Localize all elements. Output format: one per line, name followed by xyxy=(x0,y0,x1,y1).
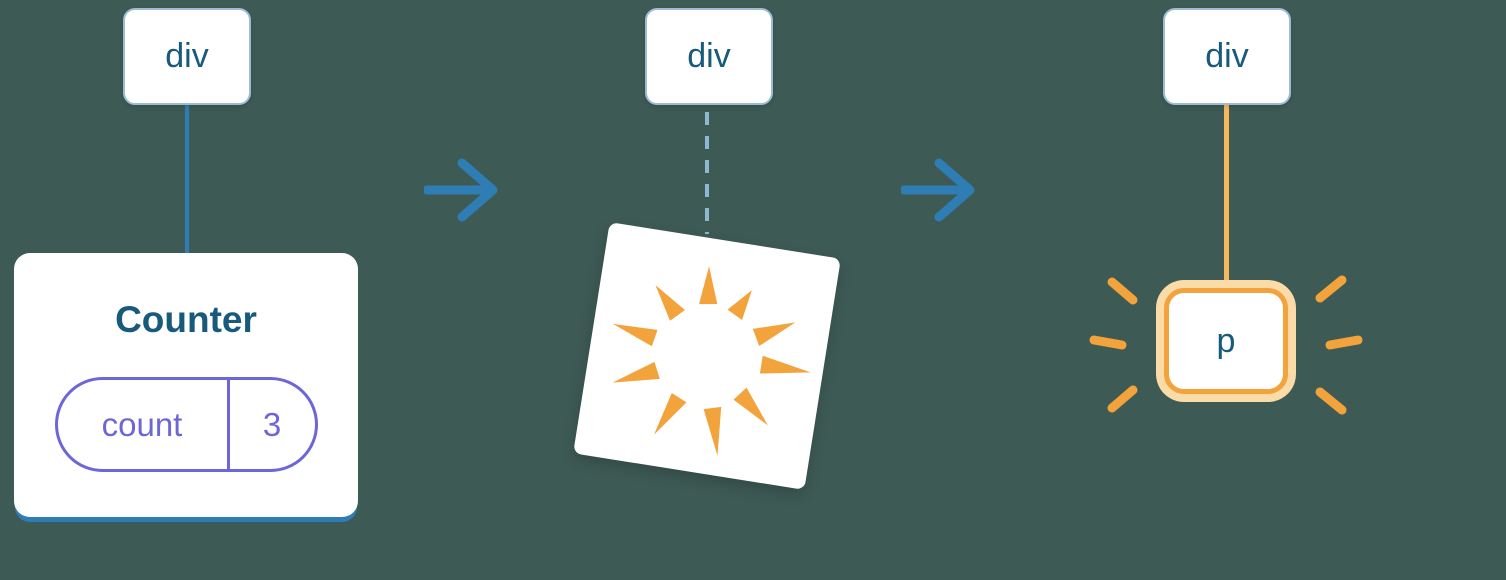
arrow-right-icon xyxy=(424,158,498,222)
state-pill: count 3 xyxy=(54,377,318,472)
destroyed-component-card xyxy=(573,222,841,490)
state-value-label: 3 xyxy=(262,405,282,443)
new-element-box: p xyxy=(1164,288,1288,394)
arrow-right-icon xyxy=(901,158,975,222)
state-key-label: count xyxy=(101,405,183,443)
state-pill-divider xyxy=(226,380,230,469)
counter-component-card: Counter count 3 xyxy=(14,253,358,517)
dom-node-label: div xyxy=(1205,37,1249,75)
tree-edge-dashed xyxy=(705,112,709,234)
new-element-label: p xyxy=(1216,321,1236,360)
dom-node-div-after: div xyxy=(1163,8,1291,105)
dom-node-div-during: div xyxy=(645,8,773,105)
new-element-highlight-ring: p xyxy=(1156,280,1296,402)
dom-node-label: div xyxy=(165,37,209,75)
dom-node-div-before: div xyxy=(123,8,251,105)
component-name-label: Counter xyxy=(115,299,257,340)
poof-burst-icon xyxy=(612,266,811,456)
dom-node-label: div xyxy=(687,37,731,75)
tree-edge-div-to-p xyxy=(1224,104,1229,284)
tree-edge-div-to-counter xyxy=(185,104,189,256)
sparkle-dashes-icon xyxy=(1089,275,1363,415)
